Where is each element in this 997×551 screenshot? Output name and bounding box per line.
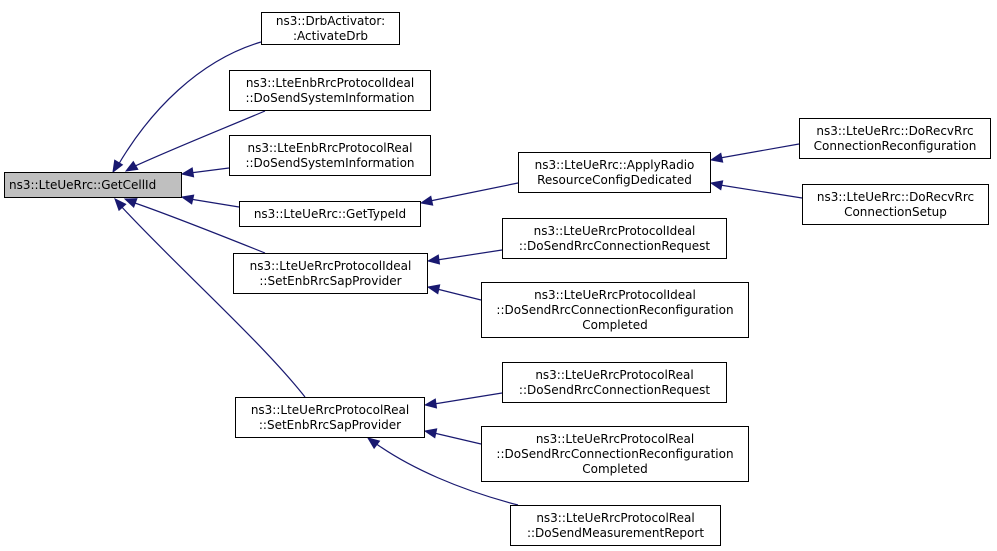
- node-drbactivator-activatedrb[interactable]: ns3::DrbActivator: :ActivateDrb: [261, 12, 400, 45]
- node-ue-ideal-dosendrrcconnectionreconfigurationcompleted[interactable]: ns3::LteUeRrcProtocolIdeal ::DoSendRrcCo…: [481, 282, 749, 338]
- node-label-line: ns3::LteEnbRrcProtocolIdeal: [245, 75, 415, 90]
- edge-line: [436, 288, 482, 301]
- node-enb-ideal-dosendsysteminformation[interactable]: ns3::LteEnbRrcProtocolIdeal ::DoSendSyst…: [229, 70, 431, 111]
- edge-arrowhead: [709, 152, 724, 163]
- edge-ideal-reconf-to-ue-ideal-set: [426, 284, 482, 301]
- edge-arrowhead: [180, 167, 195, 178]
- edge-arrowhead: [112, 159, 124, 174]
- edge-arrowhead: [423, 398, 438, 409]
- edge-enb-real-to-getcellid: [180, 167, 230, 178]
- edge-real-reconf-to-ue-real-set: [423, 428, 482, 445]
- node-gettypeid[interactable]: ns3::LteUeRrc::GetTypeId: [239, 201, 421, 227]
- edge-ue-ideal-to-getcellid: [123, 198, 266, 254]
- node-label-line: ConnectionReconfiguration: [813, 138, 977, 153]
- edge-line: [189, 167, 230, 174]
- node-label-line: ns3::LteUeRrc::ApplyRadio: [534, 157, 695, 172]
- node-label-line: ns3::LteUeRrcProtocolIdeal: [249, 258, 412, 273]
- node-ue-real-dosendmeasurementreport[interactable]: ns3::LteUeRrcProtocolReal ::DoSendMeasur…: [510, 505, 721, 546]
- edge-line: [119, 204, 306, 398]
- node-ue-ideal-dosendrrcconnectionrequest[interactable]: ns3::LteUeRrcProtocolIdeal ::DoSendRrcCo…: [502, 218, 727, 259]
- node-label-line: ConnectionSetup: [844, 204, 947, 219]
- edge-ue-real-to-getcellid: [114, 198, 306, 398]
- node-label-line: ns3::LteUeRrc::DoRecvRrc: [816, 123, 974, 138]
- edge-line: [374, 442, 519, 506]
- edge-arrowhead: [426, 284, 441, 295]
- node-label-line: Completed: [582, 461, 648, 476]
- edge-drbactivator-to-getcellid: [112, 41, 262, 174]
- edge-line: [719, 143, 800, 159]
- node-dorecvrrcconnectionreconfiguration[interactable]: ns3::LteUeRrc::DoRecvRrc ConnectionRecon…: [799, 118, 991, 159]
- node-label-line: Completed: [582, 317, 648, 332]
- node-label-line: ns3::LteUeRrcProtocolIdeal: [534, 287, 696, 302]
- node-label-line: ::DoSendSystemInformation: [245, 155, 415, 170]
- node-label-line: ::DoSendMeasurementReport: [526, 525, 705, 540]
- node-applyradioresourceconfigdedicated[interactable]: ns3::LteUeRrc::ApplyRadio ResourceConfig…: [518, 152, 711, 193]
- edge-arrowhead: [423, 428, 438, 439]
- node-getcellid[interactable]: ns3::LteUeRrc::GetCellId: [4, 172, 182, 198]
- edge-arrowhead: [366, 437, 381, 450]
- node-label-line: ::DoSendRrcConnectionReconfiguration: [496, 302, 734, 317]
- edge-line: [132, 110, 266, 168]
- node-label-line: ::DoSendRrcConnectionRequest: [518, 238, 711, 253]
- node-label-line: ns3::LteUeRrc::GetCellId: [9, 177, 157, 192]
- node-label-line: ns3::LteUeRrcProtocolReal: [250, 402, 410, 417]
- edge-arrowhead: [419, 195, 434, 206]
- edge-gettypeid-to-getcellid: [180, 194, 240, 208]
- node-enb-real-dosendsysteminformation[interactable]: ns3::LteEnbRrcProtocolReal ::DoSendSyste…: [229, 135, 431, 176]
- edge-line: [719, 184, 803, 199]
- edge-line: [436, 249, 503, 261]
- node-label-line: ::DoSendRrcConnectionRequest: [518, 382, 711, 397]
- edge-setup-to-applyradio: [709, 180, 803, 199]
- node-label-line: ::SetEnbRrcSapProvider: [259, 273, 402, 288]
- node-label-line: ResourceConfigDedicated: [537, 172, 692, 187]
- edge-arrowhead: [123, 198, 138, 208]
- node-label-line: ns3::LteUeRrcProtocolReal: [536, 510, 695, 525]
- edge-arrowhead: [426, 254, 441, 265]
- edge-line: [131, 201, 266, 254]
- node-label-line: ::DoSendSystemInformation: [245, 90, 415, 105]
- node-ue-real-dosendrrcconnectionreconfigurationcompleted[interactable]: ns3::LteUeRrcProtocolReal ::DoSendRrcCon…: [481, 426, 749, 482]
- node-ue-real-dosendrrcconnectionrequest[interactable]: ns3::LteUeRrcProtocolReal ::DoSendRrcCon…: [502, 362, 727, 403]
- edge-line: [429, 182, 519, 202]
- node-label-line: ::SetEnbRrcSapProvider: [258, 417, 402, 432]
- node-label-line: ns3::LteUeRrcProtocolReal: [535, 431, 695, 446]
- node-label-line: ns3::LteUeRrcProtocolIdeal: [533, 223, 696, 238]
- node-label-line: ns3::LteUeRrcProtocolReal: [535, 367, 694, 382]
- edge-arrowhead: [114, 198, 127, 212]
- node-label-line: ::DoSendRrcConnectionReconfiguration: [496, 446, 734, 461]
- edge-reconfig-to-applyradio: [709, 143, 800, 163]
- edge-line: [433, 392, 503, 405]
- edge-enb-ideal-to-getcellid: [124, 110, 266, 172]
- node-dorecvrrcconnectionsetup[interactable]: ns3::LteUeRrc::DoRecvRrc ConnectionSetup: [802, 184, 989, 225]
- edge-real-req-to-ue-real-set: [423, 392, 503, 409]
- edge-applyradio-to-gettypeid: [419, 182, 519, 206]
- edge-arrowhead: [709, 180, 724, 191]
- node-label-line: ns3::DrbActivator:: [275, 13, 386, 28]
- edge-arrowhead: [124, 160, 139, 172]
- edge-line: [433, 432, 482, 445]
- edge-line: [189, 198, 240, 208]
- node-ue-real-setenbrrcsapprovider[interactable]: ns3::LteUeRrcProtocolReal ::SetEnbRrcSap…: [235, 397, 425, 438]
- edge-measreport-to-ue-real-set: [366, 437, 519, 506]
- edge-arrowhead: [180, 194, 195, 205]
- edge-ideal-req-to-ue-ideal-set: [426, 249, 503, 265]
- node-ue-ideal-setenbrrcsapprovider[interactable]: ns3::LteUeRrcProtocolIdeal ::SetEnbRrcSa…: [233, 253, 428, 294]
- node-label-line: ns3::LteUeRrc::DoRecvRrc: [816, 189, 975, 204]
- edge-line: [116, 41, 262, 168]
- node-label-line: ns3::LteUeRrc::GetTypeId: [253, 206, 407, 221]
- node-label-line: ns3::LteEnbRrcProtocolReal: [247, 140, 413, 155]
- node-label-line: :ActivateDrb: [292, 28, 368, 43]
